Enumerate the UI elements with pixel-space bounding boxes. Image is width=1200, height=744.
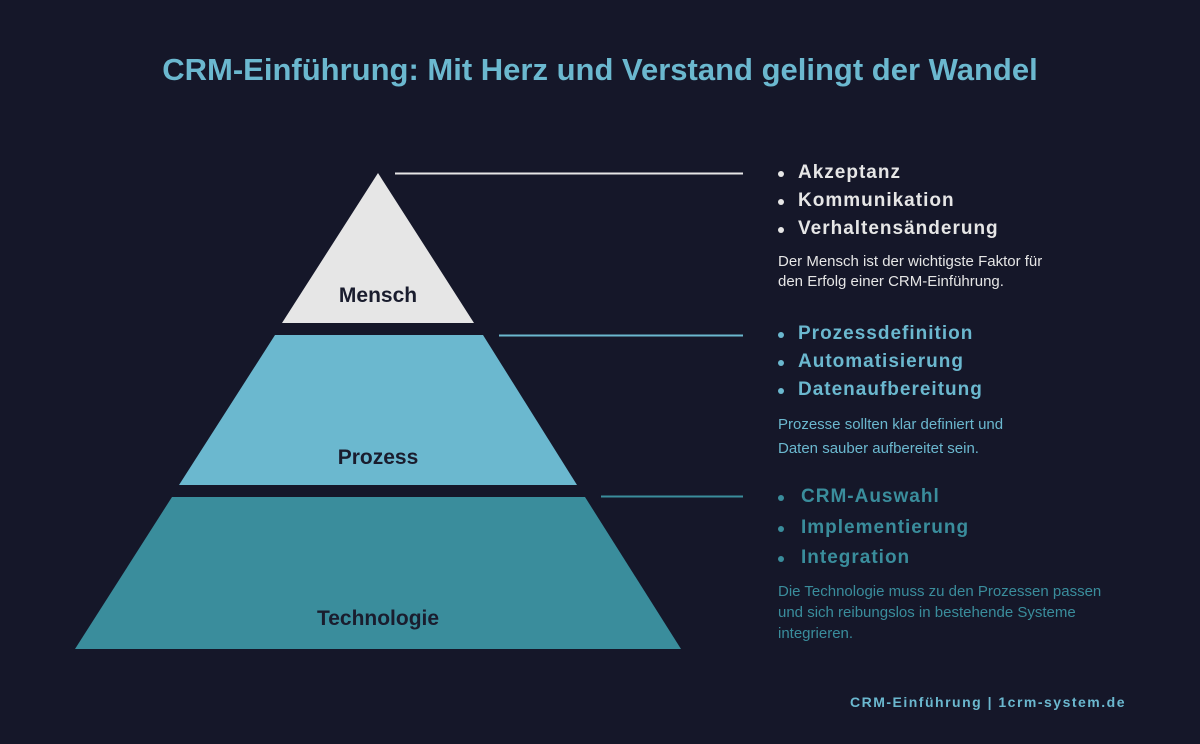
- description-line: den Erfolg einer CRM-Einführung.: [778, 273, 1004, 290]
- pyramid-level-prozess: [179, 335, 577, 485]
- description-line: Daten sauber aufbereitet sein.: [778, 440, 979, 457]
- list-item: Verhaltensänderung: [778, 215, 1042, 243]
- list-item: Datenaufbereitung: [778, 376, 1003, 404]
- list-item: Integration: [778, 543, 1101, 574]
- section-technologie: CRM-Auswahl Implementierung Integration …: [778, 482, 1101, 644]
- list-item: Prozessdefinition: [778, 320, 1003, 348]
- section-prozess: Prozessdefinition Automatisierung Datena…: [778, 320, 1003, 461]
- list-item: Akzeptanz: [778, 159, 1042, 187]
- list-item: Implementierung: [778, 513, 1101, 544]
- bullet-list: CRM-Auswahl Implementierung Integration: [778, 482, 1101, 574]
- pyramid-label-mensch: Mensch: [339, 284, 417, 307]
- footer-credit: CRM-Einführung | 1crm-system.de: [849, 694, 1126, 710]
- description-line: Prozesse sollten klar definiert und: [778, 416, 1004, 433]
- pyramid-level-technologie: [75, 497, 681, 649]
- pyramid-label-technologie: Technologie: [317, 607, 439, 630]
- description-line: Die Technologie muss zu den Prozessen pa…: [778, 582, 1102, 600]
- description-line: und sich reibungslos in bestehende Syste…: [778, 603, 1076, 621]
- page-title: CRM-Einführung: Mit Herz und Verstand ge…: [162, 52, 1038, 87]
- bullet-list: Prozessdefinition Automatisierung Datena…: [778, 320, 1003, 404]
- list-item: CRM-Auswahl: [778, 482, 1101, 513]
- description-line: Der Mensch ist der wichtigste Faktor für: [778, 253, 1043, 270]
- section-mensch: Akzeptanz Kommunikation Verhaltensänderu…: [778, 159, 1042, 292]
- list-item: Automatisierung: [778, 348, 1003, 376]
- pyramid-label-prozess: Prozess: [338, 446, 419, 469]
- bullet-list: Akzeptanz Kommunikation Verhaltensänderu…: [778, 159, 1042, 243]
- description-line: integrieren.: [778, 624, 854, 642]
- section-description: Der Mensch ist der wichtigste Faktor für…: [778, 252, 1042, 292]
- pyramid-level-mensch: [282, 173, 474, 323]
- section-description: Die Technologie muss zu den Prozessen pa…: [778, 581, 1101, 644]
- list-item: Kommunikation: [778, 187, 1042, 215]
